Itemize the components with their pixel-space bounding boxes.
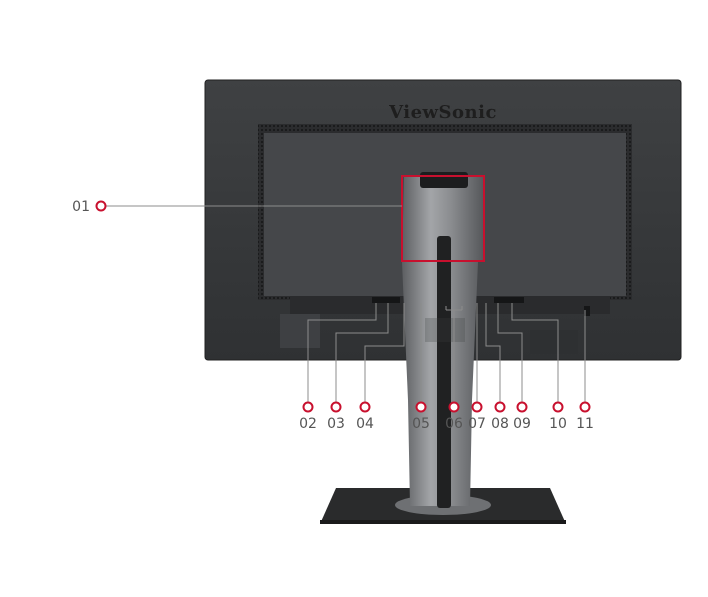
callout-label-11: 11: [576, 416, 594, 432]
callout-marker-11: [579, 401, 591, 413]
callout-marker-03: [330, 401, 342, 413]
vesa-mount-highlight: [401, 175, 485, 262]
callout-label-04: 04: [356, 416, 374, 432]
callout-marker-08: [494, 401, 506, 413]
callout-marker-09: [516, 401, 528, 413]
callout-label-05: 05: [412, 416, 430, 432]
callout-label-06: 06: [445, 416, 463, 432]
callout-label-08: 08: [491, 416, 509, 432]
callout-label-09: 09: [513, 416, 531, 432]
callout-marker-07: [471, 401, 483, 413]
brand-logo: ViewSonic: [388, 102, 497, 123]
callout-labels: 01 02 03 04 05 06 07 08 09 10 11: [72, 199, 594, 432]
callout-label-07: 07: [468, 416, 486, 432]
callout-markers: [95, 200, 591, 413]
callout-label-01: 01: [72, 199, 90, 215]
callout-label-03: 03: [327, 416, 345, 432]
monitor-stand: [320, 172, 566, 524]
callout-label-02: 02: [299, 416, 317, 432]
callout-marker-02: [302, 401, 314, 413]
callout-marker-06: [448, 401, 460, 413]
callout-label-10: 10: [549, 416, 567, 432]
callout-marker-01: [95, 200, 107, 212]
callout-marker-10: [552, 401, 564, 413]
callout-marker-04: [359, 401, 371, 413]
leader-lines: [106, 205, 586, 402]
callout-marker-05: [415, 401, 427, 413]
